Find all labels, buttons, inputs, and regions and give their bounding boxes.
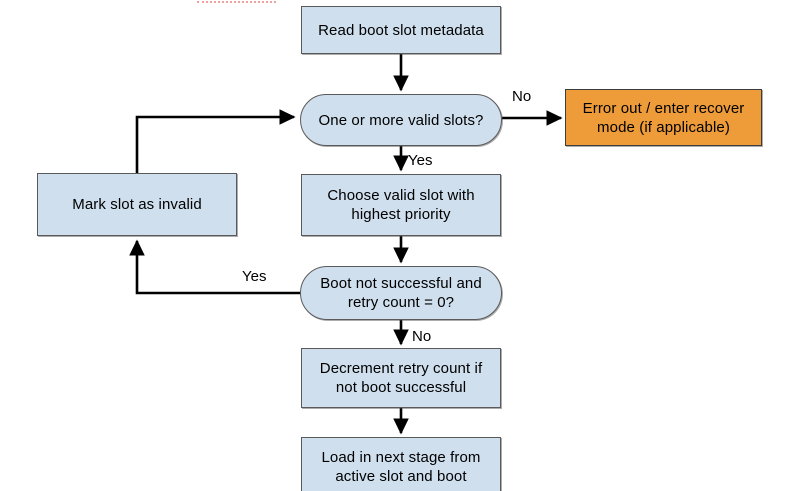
edge-boot-check-yes-to-mark-invalid bbox=[129, 239, 300, 295]
edge-label-yes-valid-slots: Yes bbox=[408, 152, 433, 169]
edge-label-yes-retry-exhausted: Yes bbox=[242, 268, 267, 285]
edge-label-no-valid-slots: No bbox=[512, 88, 532, 105]
node-label: Decrement retry count if not boot succes… bbox=[319, 360, 483, 396]
node-decrement-retry-count[interactable]: Decrement retry count if not boot succes… bbox=[301, 348, 501, 408]
edge-label-no-retry-remaining: No bbox=[412, 328, 432, 345]
node-label: Read boot slot metadata bbox=[318, 21, 484, 39]
node-load-next-stage-active-slot[interactable]: Load in next stage from active slot and … bbox=[301, 437, 501, 491]
node-label: Boot not successful and retry count = 0? bbox=[320, 275, 482, 311]
node-boot-not-successful-retry-zero[interactable]: Boot not successful and retry count = 0? bbox=[300, 266, 502, 320]
node-read-boot-slot-metadata[interactable]: Read boot slot metadata bbox=[301, 6, 501, 54]
node-one-or-more-valid-slots[interactable]: One or more valid slots? bbox=[300, 94, 502, 146]
node-label: One or more valid slots? bbox=[318, 111, 484, 129]
node-label: Mark slot as invalid bbox=[72, 196, 202, 213]
node-error-out-enter-recover-mode[interactable]: Error out / enter recover mode (if appli… bbox=[565, 89, 762, 146]
node-mark-slot-as-invalid[interactable]: Mark slot as invalid bbox=[37, 173, 237, 236]
node-label: Error out / enter recover mode (if appli… bbox=[582, 99, 745, 136]
node-label: Load in next stage from active slot and … bbox=[321, 449, 481, 485]
red-dotted-artifact bbox=[197, 1, 276, 3]
edge-mark-invalid-to-valid-slots bbox=[135, 109, 296, 173]
node-choose-valid-slot-highest-priority[interactable]: Choose valid slot with highest priority bbox=[301, 174, 501, 236]
node-label: Choose valid slot with highest priority bbox=[327, 187, 475, 223]
